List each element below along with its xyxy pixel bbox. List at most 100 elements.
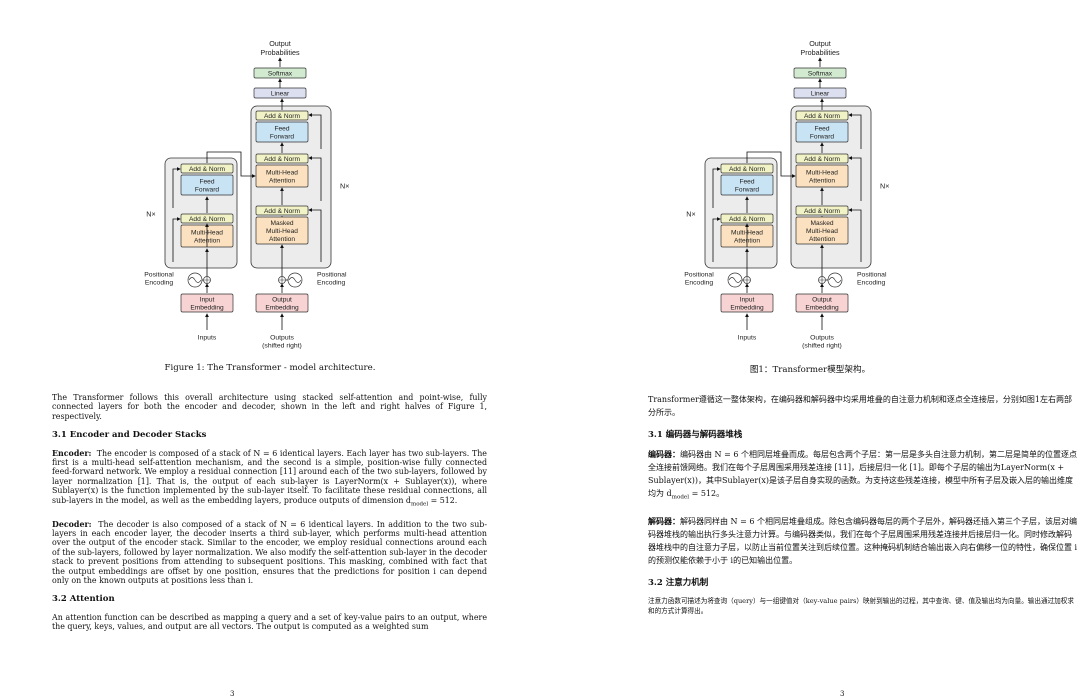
decoder-positional-encoding-label: Encoding [857, 279, 886, 286]
linear-label: Linear [811, 90, 830, 97]
encoder-label: Encoder: [52, 448, 92, 458]
encoder-text: 编码器由 N = 6 个相同层堆叠而成。每层包含两个子层：第一层是多头自注意力机… [648, 450, 1077, 501]
decoder-sine-icon [288, 277, 302, 283]
decoder-paragraph: 解码器：解码器同样由 N = 6 个相同层堆叠组成。除包含编码器每层的两个子层外… [648, 515, 1078, 567]
decoder-add-norm-3-label: Add & Norm [264, 113, 300, 120]
decoder-residual-3 [848, 113, 862, 149]
encoder-add-norm-1-box [180, 213, 234, 224]
decoder-add-norm-1-box [255, 205, 309, 216]
intro-paragraph: The Transformer follows this overall arc… [52, 393, 487, 421]
output-embedding-label: Output [272, 296, 292, 303]
encoder-paragraph: Encoder: The encoder is composed of a st… [52, 449, 487, 510]
output-embedding-box [255, 293, 309, 313]
encoder-residual-1 [712, 217, 721, 262]
encoder-feed-forward-box [720, 174, 774, 196]
encoder-stack [164, 157, 238, 269]
decoder-cross-attention-label: Multi-Head [266, 169, 298, 176]
encoder-plus-icon [743, 276, 751, 284]
decoder-label: 解码器： [648, 515, 680, 526]
encoder-sine-icon [188, 277, 202, 283]
decoder-residual-2 [848, 156, 862, 201]
encoder-add-norm-1-label: Add & Norm [189, 216, 225, 223]
decoder-feed-forward-label: Forward [810, 133, 835, 140]
decoder-masked-attention-label: Masked [270, 220, 293, 227]
figure-caption: 图1：Transformer模型架构。 [749, 365, 871, 375]
encoder-to-decoder [746, 151, 796, 178]
decoder-masked-attention-label: Attention [809, 236, 835, 243]
decoder-plus-icon [278, 276, 286, 284]
decoder-cross-attention-label: Multi-Head [806, 169, 838, 176]
encoder-add-norm-2-label: Add & Norm [189, 166, 225, 173]
encoder-positional-encoding-label: Encoding [685, 279, 714, 286]
input-embedding-label: Embedding [730, 304, 764, 311]
linear-label: Linear [271, 90, 290, 97]
output-probabilities-label: Probabilities [260, 48, 300, 57]
decoder-masked-attention-label: Masked [810, 220, 833, 227]
page-number: 3 [840, 690, 845, 697]
decoder-positional-encoding-label: Positional [317, 271, 347, 278]
encoder-stack [704, 157, 778, 269]
attention-paragraph: An attention function can be described a… [52, 612, 487, 632]
softmax-label: Softmax [268, 70, 293, 77]
decoder-cross-attention-box [255, 164, 309, 188]
decoder-nx-label: N× [880, 182, 889, 191]
decoder-residual-1 [308, 208, 322, 262]
softmax-box [793, 67, 847, 79]
decoder-residual-3 [308, 113, 322, 149]
decoder-text: The decoder is also composed of a stack … [52, 519, 487, 586]
encoder-add-norm-1-box [720, 213, 774, 224]
decoder-residual-1 [848, 208, 862, 262]
encoder-plus-icon [203, 276, 211, 284]
decoder-feed-forward-box [255, 121, 309, 143]
encoder-add-norm-2-box [720, 163, 774, 174]
output-probabilities-label: Output [809, 39, 831, 48]
decoder-add-norm-3-box [795, 110, 849, 121]
encoder-add-norm-1-label: Add & Norm [729, 216, 765, 223]
decoder-masked-attention-label: Multi-Head [266, 228, 298, 235]
encoder-positional-encoding-label: Positional [144, 271, 174, 278]
decoder-add-norm-3-box [255, 110, 309, 121]
encoder-label: 编码器： [648, 449, 680, 459]
output-probabilities-label: Output [269, 39, 291, 48]
encoder-residual-2 [172, 167, 181, 208]
section-3-1-title: 3.1 Encoder and Decoder Stacks [52, 430, 207, 441]
encoder-add-norm-2-box [180, 163, 234, 174]
input-embedding-label: Embedding [190, 304, 224, 311]
decoder-feed-forward-box [795, 121, 849, 143]
figure-caption: Figure 1: The Transformer - model archit… [164, 363, 376, 373]
encoder-paragraph: 编码器：编码器由 N = 6 个相同层堆叠而成。每层包含两个子层：第一层是多头自… [648, 448, 1078, 505]
decoder-residual-2 [308, 156, 322, 201]
encoder-nx-label: N× [686, 210, 695, 219]
decoder-add-norm-2-box [795, 153, 849, 164]
encoder-feed-forward-label: Feed [739, 178, 754, 185]
outputs-label: Outputs [270, 334, 294, 341]
chinese-body: Transformer遵循这一整体架构，在编码器和解码器中均采用堆叠的自注意力机… [648, 393, 1078, 626]
output-embedding-box [795, 293, 849, 313]
output-embedding-label: Embedding [805, 304, 839, 311]
decoder-add-norm-2-box [255, 153, 309, 164]
encoder-residual-2 [712, 167, 721, 208]
decoder-positional-encoding-label: Positional [857, 271, 887, 278]
decoder-sine-icon [828, 277, 842, 283]
decoder-nx-label: N× [340, 182, 349, 191]
section-3-1-title: 3.1 编码器与解码器堆栈 [648, 430, 743, 440]
encoder-sine-icon [728, 277, 742, 283]
decoder-cross-attention-label: Attention [809, 177, 835, 184]
input-embedding-box [180, 293, 234, 313]
decoder-masked-attention-label: Multi-Head [806, 228, 838, 235]
section-3-2-title: 3.2 注意力机制 [648, 577, 709, 588]
encoder-add-norm-2-label: Add & Norm [729, 166, 765, 173]
decoder-add-norm-1-label: Add & Norm [804, 208, 840, 215]
intro-paragraph: Transformer遵循这一整体架构，在编码器和解码器中均采用堆叠的自注意力机… [648, 395, 1073, 417]
decoder-cross-attention-label: Attention [269, 177, 295, 184]
softmax-box [253, 67, 307, 79]
decoder-label: Decoder: [52, 519, 92, 529]
encoder-positional-encoding-label: Positional [684, 271, 714, 278]
outputs-label: (shifted right) [802, 342, 842, 349]
output-embedding-label: Output [812, 296, 832, 303]
encoder-text: The encoder is composed of a stack of N … [52, 448, 487, 508]
